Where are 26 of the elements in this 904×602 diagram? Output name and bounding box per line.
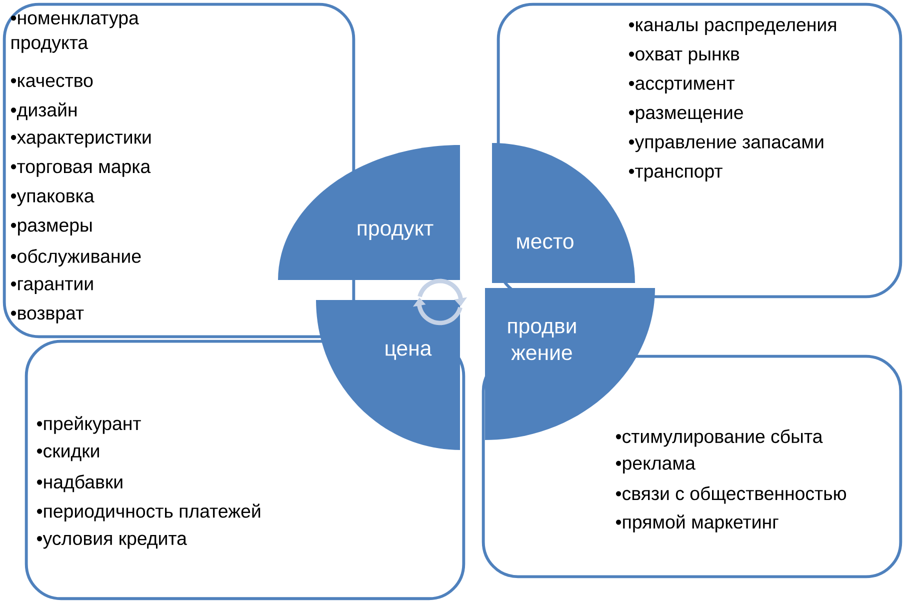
bullet-item: •прейкурант bbox=[37, 416, 141, 434]
bullet-item: •дизайн bbox=[11, 102, 76, 120]
bullet-item: •обслуживание bbox=[11, 249, 141, 267]
bullet-item: •периодичность платежей bbox=[37, 504, 260, 522]
bullet-item: •скидки bbox=[37, 447, 99, 462]
bullet-item: •реклама bbox=[616, 460, 696, 474]
bullet-item: •размещение bbox=[629, 108, 743, 123]
bullet-item: •размеры bbox=[11, 222, 92, 236]
bullet-item: •качество bbox=[11, 76, 93, 88]
bullet-item: •охват рынкв bbox=[629, 50, 740, 64]
list-box bbox=[24, 340, 466, 600]
bullet-item: •характеристики bbox=[11, 134, 151, 148]
list-box bbox=[2, 2, 356, 338]
bullet-item: •ассртимент bbox=[629, 80, 735, 94]
quarter-sector: продукт bbox=[278, 144, 460, 280]
bullet-item: •каналы распределения bbox=[629, 21, 836, 35]
bullet-item: •прямой маркетинг bbox=[616, 514, 778, 532]
bullet-item: •упаковка bbox=[11, 192, 94, 206]
bullet-item: •торговая марка bbox=[11, 162, 151, 177]
bullet-item: •связи с общественностью bbox=[616, 486, 846, 504]
bullet-item: •надбавки bbox=[37, 474, 122, 492]
quarter-sector: цена bbox=[316, 300, 460, 450]
bullet-item: •номенклатура продукта bbox=[11, 14, 139, 53]
bullet-item: •условия кредита bbox=[37, 534, 187, 549]
bullet-item: •гарантии bbox=[11, 280, 93, 294]
bullet-item: •возврат bbox=[11, 309, 84, 324]
